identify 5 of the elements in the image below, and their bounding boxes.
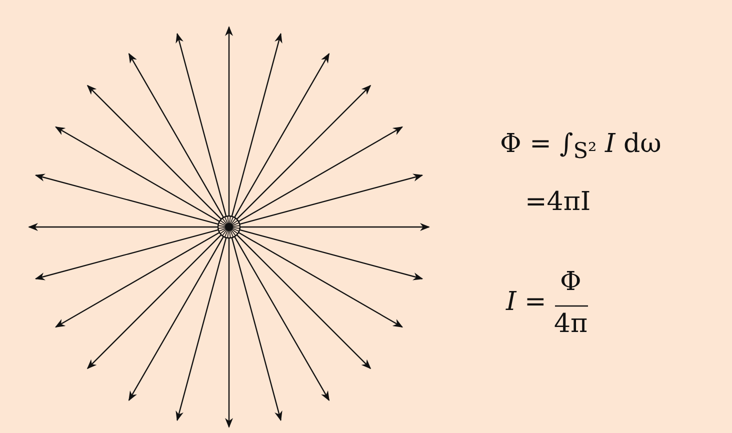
formula: =4πI [525,188,591,217]
numerator: Φ [560,268,582,297]
formula: I = [506,288,546,317]
denominator: 4π [554,310,588,339]
formula: Φ = ∫$_{S²}$ I dω [500,130,662,164]
